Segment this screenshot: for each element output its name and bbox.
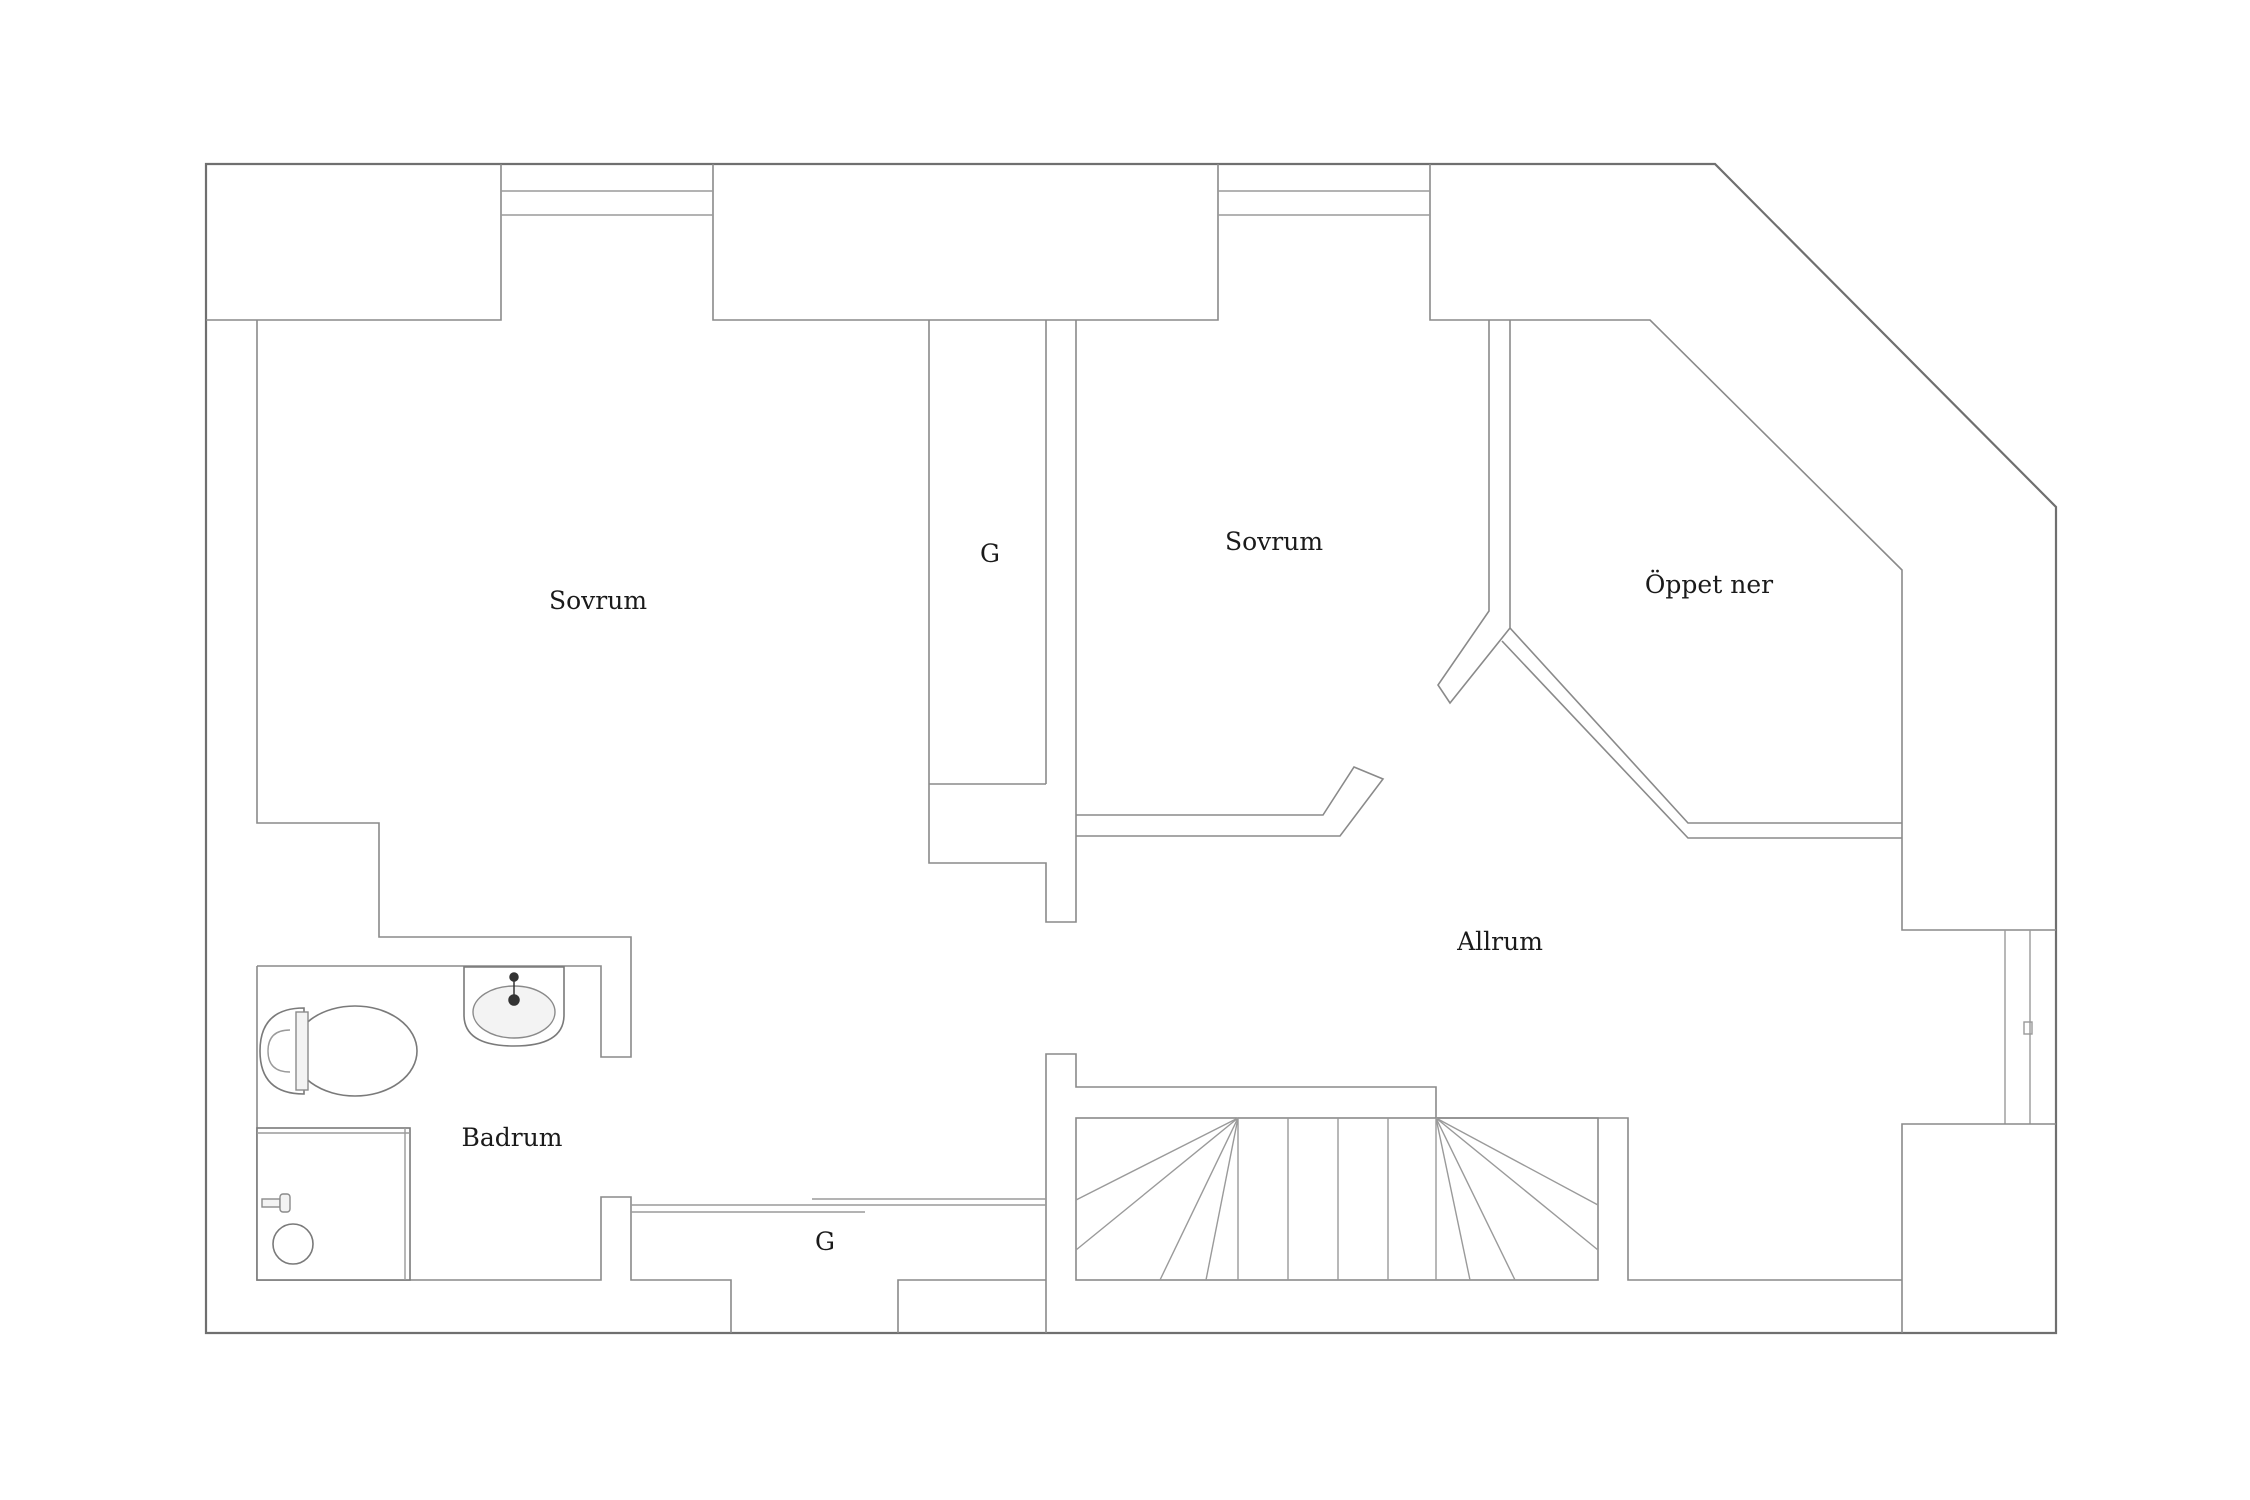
room-label-badrum: Badrum — [461, 1123, 562, 1152]
staircase — [1045, 1053, 1902, 1333]
right-side-window — [1901, 930, 2056, 1333]
room-label-allrum: Allrum — [1456, 927, 1543, 956]
room-label-oppet-ner: Öppet ner — [1645, 570, 1773, 599]
bathroom-walls — [256, 966, 1046, 1333]
toilet-icon — [259, 1005, 418, 1097]
shower-icon — [256, 1127, 411, 1281]
open-below-walls — [1501, 627, 1902, 839]
sink-icon — [463, 966, 565, 1047]
room-label-sovrum-left: Sovrum — [549, 586, 647, 615]
top-wall — [206, 164, 2056, 931]
room-label-sovrum-right: Sovrum — [1225, 527, 1323, 556]
outer-wall — [204, 162, 2058, 1335]
left-bedroom-walls — [256, 320, 632, 1058]
room-label-g-top: G — [980, 539, 1000, 568]
right-bedroom-walls — [1076, 320, 1511, 837]
room-label-g-bottom: G — [815, 1227, 835, 1256]
wardrobe-top — [928, 320, 1077, 923]
